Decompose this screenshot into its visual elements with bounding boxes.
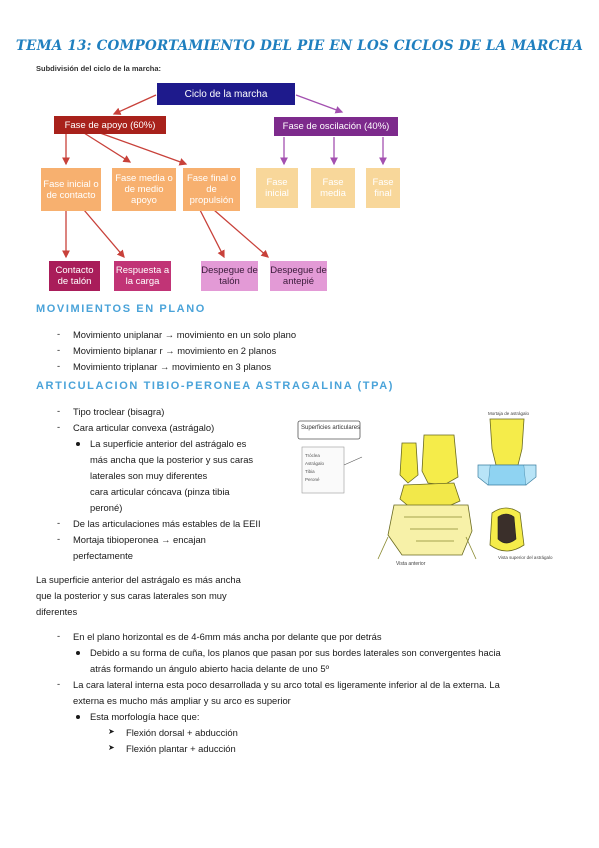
diagram-load-response: Respuesta a la carga [114, 261, 171, 291]
sub-item-line: Esta morfología hace que: [90, 711, 200, 722]
bullet-dot [76, 651, 80, 655]
bullet-dot [76, 715, 80, 719]
paragraph-line: diferentes [36, 606, 78, 617]
arrow-final-toe-off [213, 209, 269, 258]
diagram-support-phase: Fase de apoyo (60%) [54, 116, 166, 134]
list-item: externa es mucho más ampliar y su arco e… [73, 695, 291, 706]
arrow-root-swing [295, 94, 344, 114]
arrow-bullet-icon: ➤ [108, 743, 115, 752]
list-item: En el plano horizontal es de 4-6mm más a… [73, 631, 382, 642]
diagram-heel-contact: Contacto de talón [49, 261, 100, 291]
diagram-support-mid: Fase media o de medio apoyo [112, 168, 176, 211]
tibia-shape [421, 434, 459, 486]
ankle-anatomy-figure: Superficies articulares Tróclea Astrágal… [297, 411, 553, 567]
list-dash: - [57, 533, 61, 544]
section-heading-tpa: ARTICULACION TIBIO-PERONEA ASTRAGALINA (… [36, 380, 395, 392]
svg-text:Tibia: Tibia [305, 469, 315, 474]
diagram-root: Ciclo de la marcha [157, 83, 295, 105]
diagram-swing-mid: Fase media [311, 168, 355, 208]
diagram-support-final: Fase final o de propulsión [183, 168, 240, 211]
list-dash: - [57, 678, 61, 689]
tarsal-shape [387, 504, 473, 556]
paragraph-line: La superficie anterior del astrágalo es … [36, 574, 241, 585]
arrow-support-final [99, 132, 188, 166]
list-item: Tipo troclear (bisagra) [73, 406, 165, 417]
page-title: TEMA 13: COMPORTAMIENTO DEL PIE EN LOS C… [15, 38, 584, 54]
arrow-bullet-icon: ➤ [108, 727, 115, 736]
diagram-toe-off: Despegue de antepié [270, 261, 327, 291]
list-item: Movimiento biplanar r → movimiento en 2 … [73, 345, 277, 356]
bullet-dot [76, 442, 80, 446]
diagram-heel-off: Despegue de talón [201, 261, 258, 291]
list-item: Cara articular convexa (astrágalo) [73, 422, 215, 433]
svg-text:Tróclea: Tróclea [305, 453, 320, 458]
figure-label-mortise: Mortaja de astrágalo [488, 411, 530, 416]
list-dash: - [57, 405, 61, 416]
svg-text:Astrágalo: Astrágalo [305, 461, 325, 466]
sub-item-line: cara articular cóncava (pinza tibia [90, 486, 230, 497]
sub-item-line: atrás formando un ángulo abierto hacia d… [90, 663, 330, 674]
sub-item-line: laterales son muy diferentes [90, 470, 208, 481]
section-heading-movements: MOVIMIENTOS EN PLANO [36, 303, 206, 315]
legend-list-box [301, 446, 345, 494]
diagram-swing-initial: Fase inicial [256, 168, 298, 208]
list-dash: - [57, 328, 61, 339]
mortise-bone-shape [489, 418, 525, 466]
legend-title-box [297, 420, 361, 440]
list-item: Mortaja tibioperonea → encajan [73, 534, 206, 545]
sub-item-line: Debido a su forma de cuña, los planos qu… [90, 647, 501, 658]
diagram-support-initial: Fase inicial o de contacto [41, 168, 101, 211]
diagram-swing-phase: Fase de oscilación (40%) [274, 117, 398, 136]
sub-item-line: más ancha que la posterior y sus caras [90, 454, 254, 465]
list-item: De las articulaciones más estables de la… [73, 518, 261, 529]
list-dash: - [57, 360, 61, 371]
arrow-final-heel-off [199, 209, 225, 259]
fibula-shape [399, 442, 419, 484]
list-dash: - [57, 630, 61, 641]
diagram-swing-final: Fase final [366, 168, 400, 208]
figure-label-superior: Vista superior del astrágalo [498, 555, 553, 560]
paragraph-line: que la posterior y sus caras laterales s… [36, 590, 227, 601]
sub-item-line: peroné) [90, 502, 123, 513]
list-dash: - [57, 421, 61, 432]
sub-item-line: La superficie anterior del astrágalo es [90, 438, 247, 449]
arrow-support-mid [83, 132, 132, 163]
legend-title: Superficies articulares [301, 425, 360, 431]
svg-text:Peroné: Peroné [305, 477, 320, 482]
list-item: Movimiento triplanar → movimiento en 3 p… [73, 361, 272, 372]
figure-label-anterior: Vista anterior [396, 561, 426, 567]
diagram-arrows [62, 94, 387, 259]
list-dash: - [57, 517, 61, 528]
sub-sub-item: Flexión plantar + aducción [126, 743, 236, 754]
list-item: perfectamente [73, 550, 133, 561]
arrow-root-support [112, 94, 157, 115]
list-dash: - [57, 344, 61, 355]
list-item: La cara lateral interna esta poco desarr… [73, 679, 500, 690]
sub-sub-item: Flexión dorsal + abducción [126, 727, 238, 738]
diagram-subtitle: Subdivisión del ciclo de la marcha: [36, 64, 162, 73]
arrow-initial-load [83, 209, 125, 258]
list-item: Movimiento uniplanar → movimiento en un … [73, 329, 297, 340]
talus-block-shape [487, 464, 527, 486]
